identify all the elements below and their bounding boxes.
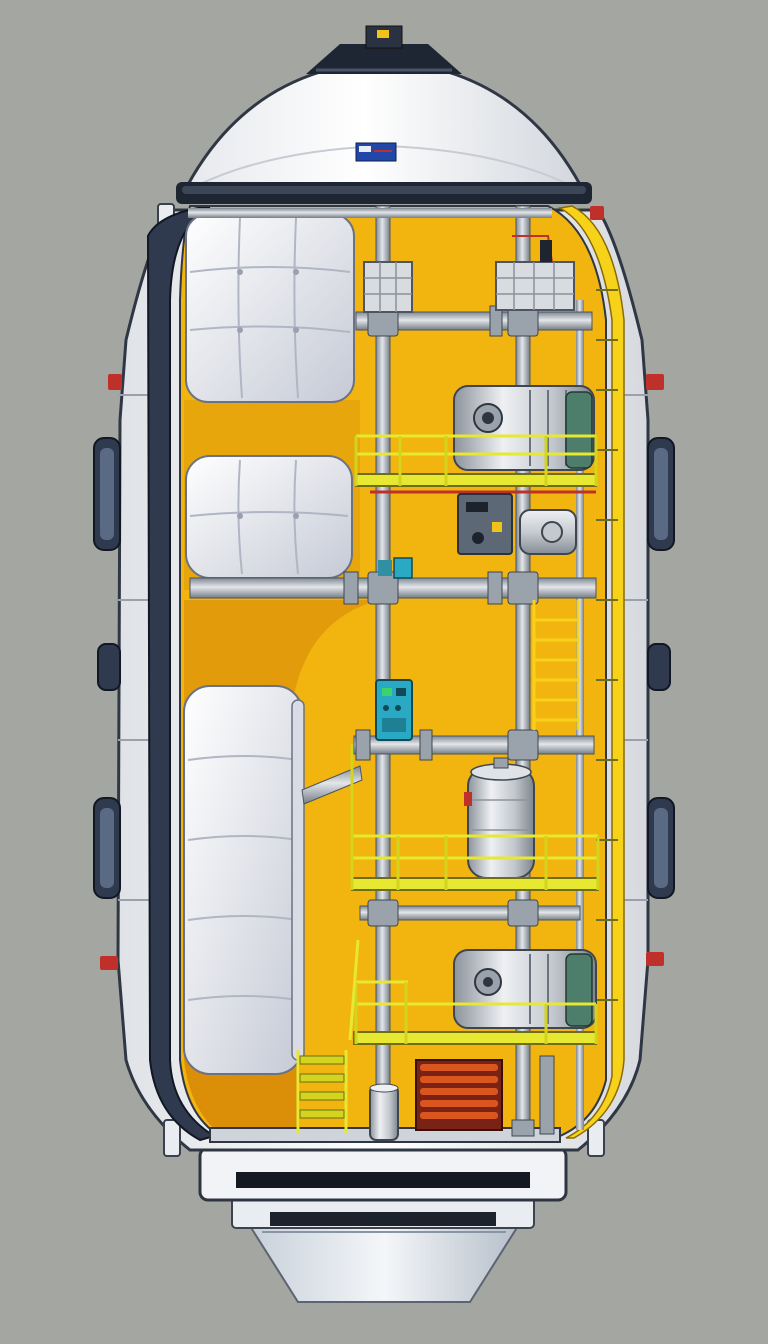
canister [369, 1083, 399, 1141]
horizontal-pipes [188, 208, 597, 927]
hull-brackets [157, 203, 605, 1157]
radiator-icon [415, 1059, 503, 1131]
engine-nozzle [198, 1146, 568, 1303]
control-panel-icon [375, 679, 413, 741]
storage-crate [363, 261, 413, 313]
valve-block [378, 557, 413, 579]
side-hatches [93, 437, 675, 899]
nose-cone [176, 25, 592, 204]
tank-icon [453, 949, 597, 1029]
hull-valves [100, 206, 664, 970]
ladder-icon [532, 600, 580, 730]
ladder-icon [296, 939, 360, 1134]
deck-platform [353, 980, 598, 1045]
tank-icon [453, 385, 595, 471]
cushion-icon [183, 685, 305, 1075]
deck-platform [350, 744, 600, 891]
flag-decal [355, 142, 397, 162]
deck-platform [354, 434, 598, 494]
storage-crate [495, 235, 575, 311]
control-unit [457, 493, 577, 555]
tank-icon [464, 757, 535, 879]
cushion-icon [185, 213, 355, 403]
cushion-icon [185, 455, 353, 579]
